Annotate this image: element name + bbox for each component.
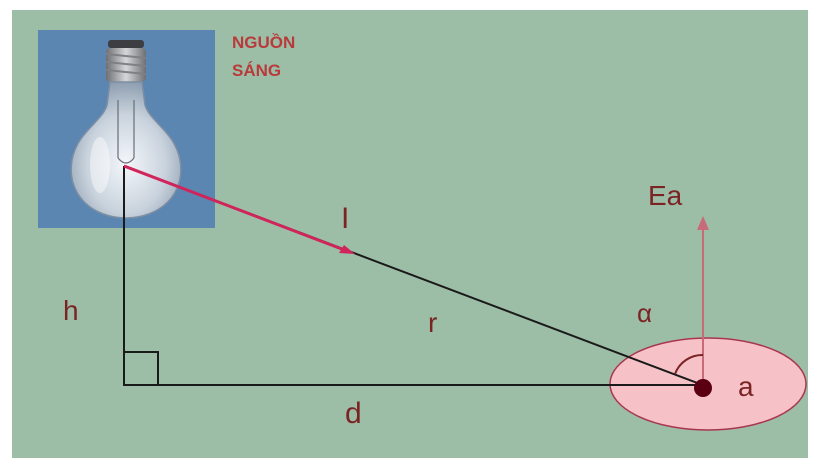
light-source-label-line1: NGUỒN: [232, 33, 295, 52]
light-source-label: NGUỒN SÁNG: [232, 33, 300, 80]
light-bulb-icon: [70, 40, 182, 219]
angle-label: α: [637, 298, 652, 328]
right-angle-marker: [124, 351, 159, 385]
point-a-label: a: [738, 371, 754, 402]
distance-d-label: d: [345, 397, 362, 430]
light-source-label-line2: SÁNG: [232, 61, 281, 80]
intensity-arrow-head: [339, 245, 355, 254]
height-label: h: [63, 295, 79, 326]
intensity-ray: [123, 164, 348, 253]
illuminance-arrow-head: [697, 216, 709, 230]
intensity-label: I: [341, 202, 349, 235]
distance-r-label: r: [428, 307, 437, 338]
point-a-marker: [694, 379, 712, 397]
illuminance-label: Ea: [648, 180, 683, 211]
light-bulb-image: [38, 30, 215, 228]
angle-arc: [674, 353, 704, 375]
